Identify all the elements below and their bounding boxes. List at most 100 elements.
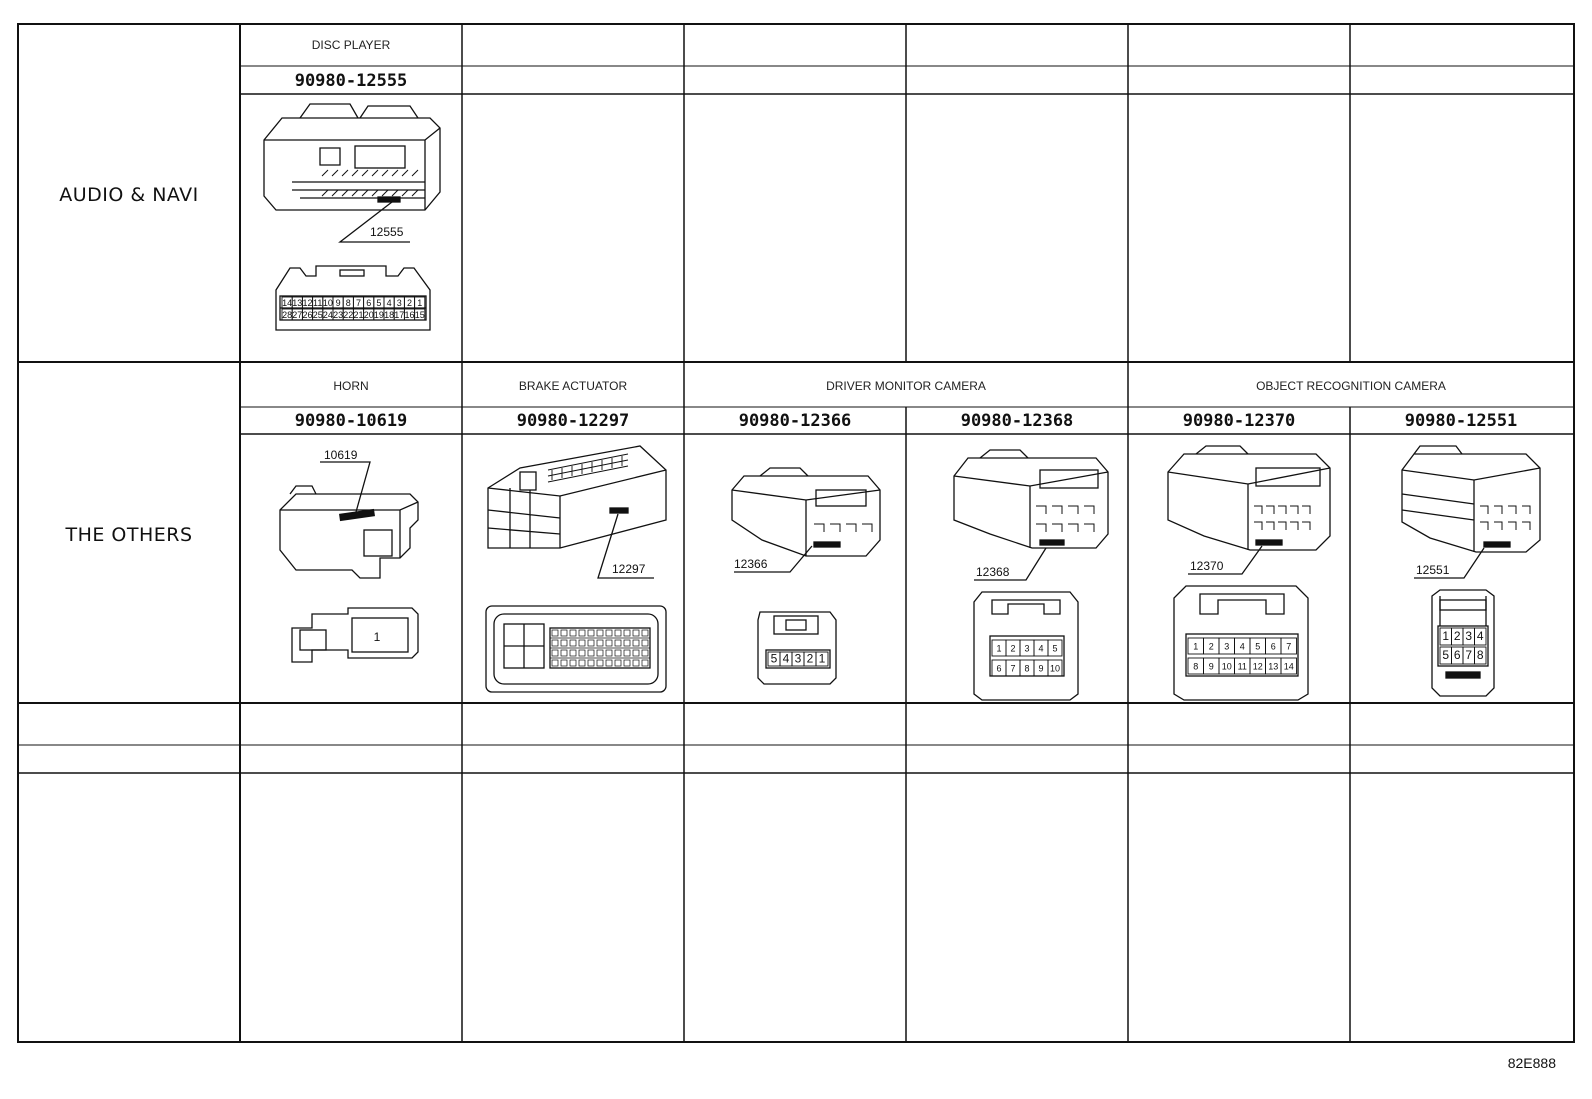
object-recognition-12551-pinout-face [1431, 589, 1495, 697]
object-recognition-12370-pin-1: 1 [1193, 642, 1198, 652]
brake-actuator-pin-cell [578, 629, 586, 637]
object-recognition-12551-pin-5: 5 [1442, 648, 1449, 662]
brake-actuator-pin-cell [569, 629, 577, 637]
driver-monitor-12368-pin-cell [1047, 659, 1063, 677]
disc-player-pin-28: 28 [282, 310, 292, 320]
brake-actuator-pin-cell [641, 649, 649, 657]
object-recognition-12370-pin-5: 5 [1255, 642, 1260, 652]
brake-actuator-pin-cell [551, 659, 559, 667]
brake-actuator-pin-cell [551, 639, 559, 647]
disc-player-pin-11: 11 [313, 298, 322, 308]
disc-player-pin-9: 9 [336, 298, 341, 308]
driver-monitor-12368-pin-10: 10 [1050, 664, 1060, 674]
code-12368: 12368 [976, 565, 1010, 579]
brake-actuator-pin-cell [605, 649, 613, 657]
object-recognition-12370-pin-9: 9 [1209, 662, 1214, 672]
object-recognition-12370-pin-8: 8 [1193, 662, 1198, 672]
object-recognition-12370-pin-2: 2 [1209, 642, 1214, 652]
disc-player-pin-14: 14 [282, 298, 292, 308]
driver-monitor-12366-pin-4: 4 [783, 652, 790, 666]
part-number-12366: 90980-12366 [739, 411, 852, 431]
driver-monitor-12368-pin-7: 7 [1010, 664, 1015, 674]
disc-player-pin-12: 12 [302, 298, 312, 308]
driver-monitor-12368-pin-2: 2 [1010, 644, 1015, 654]
object-recognition-12370-pin-11: 11 [1238, 662, 1247, 672]
category-the-others: THE OTHERS [64, 524, 192, 546]
brake-actuator-pin-cell [596, 639, 604, 647]
driver-monitor-12368-pin-3: 3 [1024, 644, 1029, 654]
code-10619: 10619 [324, 448, 358, 462]
disc-player-pin-4: 4 [387, 298, 392, 308]
object-recognition-12551-pin-7: 7 [1465, 648, 1472, 662]
brake-actuator-connector-drawing [487, 445, 667, 579]
object-recognition-12370-pin-cell [1280, 637, 1297, 655]
code-12555: 12555 [370, 225, 404, 239]
part-number-12555: 90980-12555 [295, 71, 408, 91]
code-12297: 12297 [612, 562, 646, 576]
brake-actuator-pin-cell [578, 649, 586, 657]
brake-actuator-pin-cell [578, 659, 586, 667]
object-recognition-12551-pin-4: 4 [1477, 629, 1484, 643]
brake-actuator-pin-cell [623, 639, 631, 647]
disc-player-pin-6: 6 [366, 298, 371, 308]
driver-monitor-12366-pinout-face [757, 611, 837, 685]
brake-actuator-pin-cell [587, 649, 595, 657]
disc-player-pin-17: 17 [394, 310, 404, 320]
brake-actuator-pin-cell [641, 629, 649, 637]
disc-player-pin-cell [414, 296, 426, 309]
brake-actuator-pin-cell [560, 649, 568, 657]
brake-actuator-pin-cell [605, 639, 613, 647]
driver-monitor-12366-pin-1: 1 [819, 652, 826, 666]
object-recognition-12551-pin-cell [1474, 646, 1487, 665]
table-grid [17, 23, 1575, 1043]
code-12370: 12370 [1190, 559, 1224, 573]
driver-monitor-12368-pin-9: 9 [1038, 664, 1043, 674]
disc-player-pin-5: 5 [376, 298, 381, 308]
object-recognition-12370-pin-7: 7 [1286, 642, 1291, 652]
object-recognition-12370-pin-4: 4 [1240, 642, 1245, 652]
brake-actuator-pin-cell [605, 629, 613, 637]
disc-player-pin-22: 22 [343, 310, 353, 320]
brake-actuator-pin-cell [596, 629, 604, 637]
object-recognition-12370-drawing [1167, 445, 1331, 575]
brake-actuator-pin-cell [551, 649, 559, 657]
brake-actuator-pin-cell [623, 649, 631, 657]
disc-player-pin-27: 27 [292, 310, 302, 320]
header-horn: HORN [333, 379, 368, 393]
driver-monitor-12366-drawing [731, 467, 881, 573]
header-object-recognition-camera: OBJECT RECOGNITION CAMERA [1256, 379, 1446, 393]
driver-monitor-12366-pin-5: 5 [771, 652, 778, 666]
object-recognition-12551-pin-8: 8 [1477, 648, 1484, 662]
disc-player-pin-16: 16 [404, 310, 414, 320]
driver-monitor-12368-pin-8: 8 [1024, 664, 1029, 674]
brake-actuator-pin-cell [605, 659, 613, 667]
brake-actuator-pin-cell [632, 629, 640, 637]
brake-actuator-pin-cell [596, 659, 604, 667]
brake-actuator-pin-grid [551, 629, 649, 667]
brake-actuator-pin-cell [632, 639, 640, 647]
header-driver-monitor-camera: DRIVER MONITOR CAMERA [826, 379, 986, 393]
part-number-12297: 90980-12297 [517, 411, 630, 431]
disc-player-pin-26: 26 [302, 310, 312, 320]
brake-actuator-pin-cell [614, 649, 622, 657]
object-recognition-12370-pin-10: 10 [1222, 662, 1232, 672]
disc-player-pin-19: 19 [374, 310, 384, 320]
driver-monitor-12366-pin-cell [815, 651, 829, 667]
disc-player-connector-drawing [263, 103, 441, 243]
part-number-12368: 90980-12368 [961, 411, 1074, 431]
disc-player-pin-15: 15 [415, 310, 425, 320]
brake-actuator-pin-cell [614, 629, 622, 637]
disc-player-pin-25: 25 [313, 310, 323, 320]
object-recognition-12551-pin-cell [1474, 627, 1487, 646]
object-recognition-12551-pin-2: 2 [1454, 629, 1461, 643]
disc-player-pin-cell [414, 308, 426, 321]
brake-actuator-pin-cell [614, 659, 622, 667]
disc-player-pin-24: 24 [323, 310, 333, 320]
horn-connector-drawing [279, 461, 419, 579]
object-recognition-12370-pin-cell [1280, 657, 1297, 675]
